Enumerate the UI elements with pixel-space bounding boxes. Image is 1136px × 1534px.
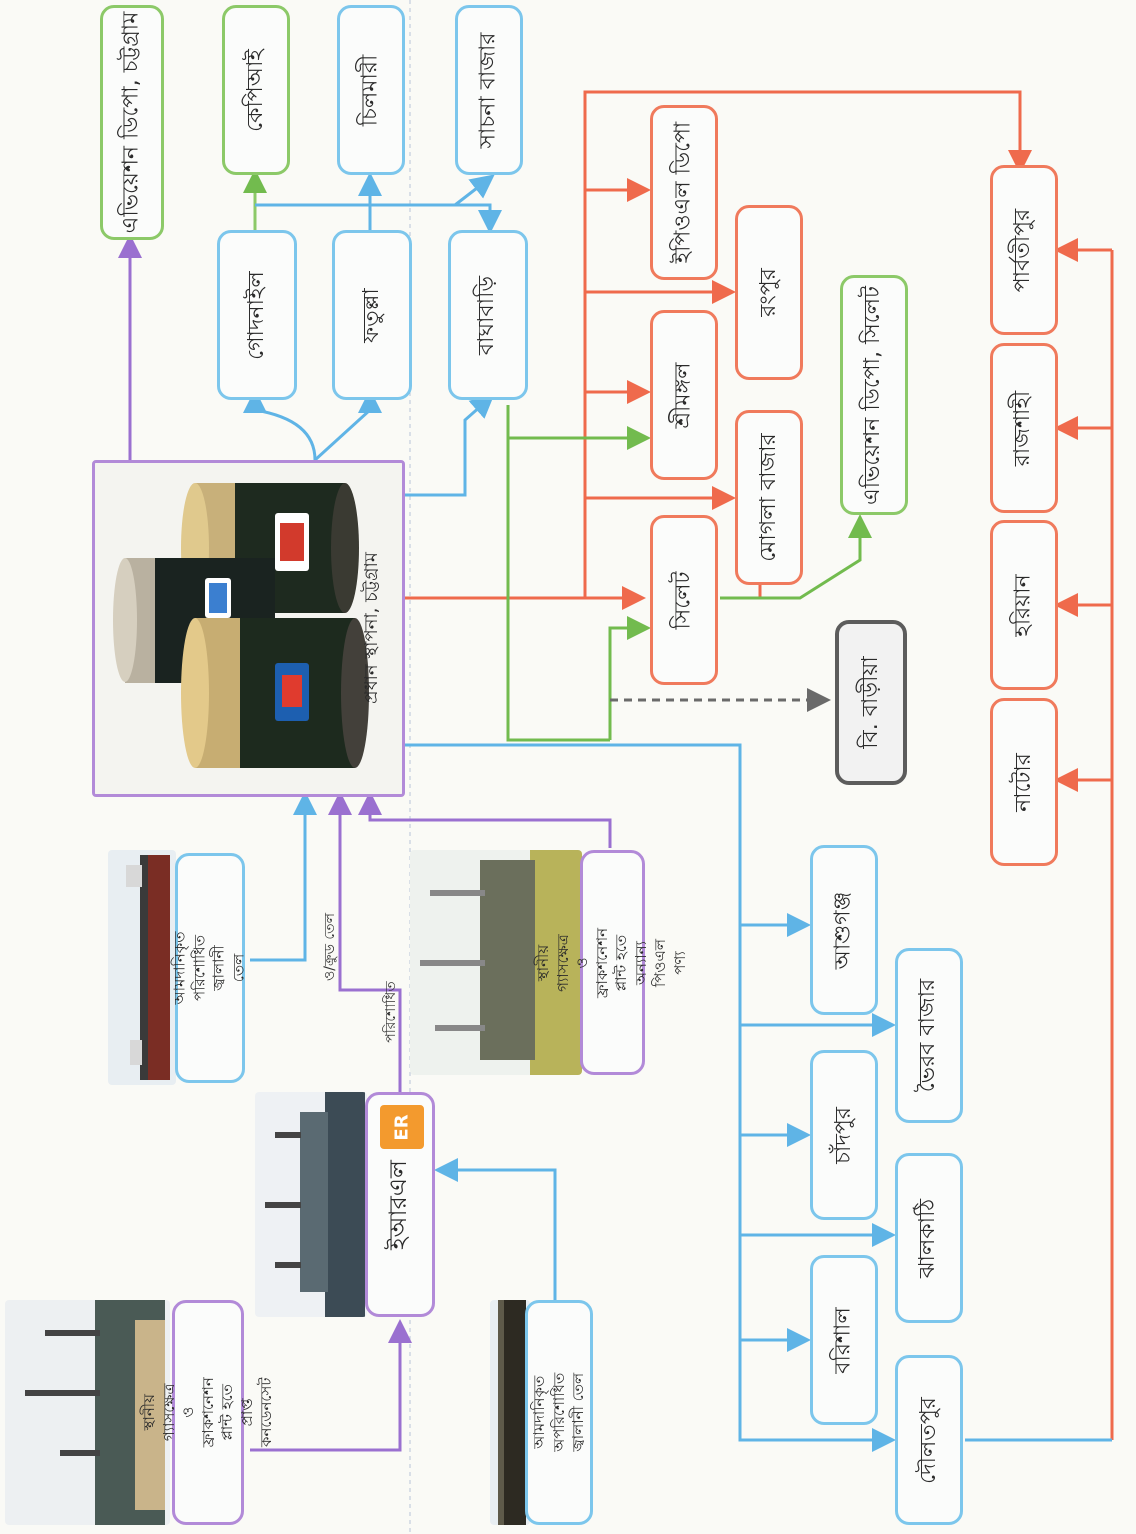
source-imported-crude-oil: আমদানিকৃত অপরিশোধিত জ্বালানী তেল xyxy=(525,1300,593,1525)
node-label: বি. বাড়ীয়া xyxy=(857,656,883,749)
node-label: চাঁদপুর xyxy=(830,1106,856,1164)
node-aviation-depot-sylhet: এভিয়েশন ডিপো, সিলেট xyxy=(840,275,908,515)
node-chilmari: চিলমারী xyxy=(337,5,405,175)
node-godnail: গোদনাইল xyxy=(217,230,297,400)
node-sachna-bazar: সাচনা বাজার xyxy=(455,5,523,175)
node-aviation-depot-ctg: এভিয়েশন ডিপো, চট্টগ্রাম xyxy=(100,5,164,240)
source-local-pol-products: স্থানীয় গ্যাসক্ষেত্র ও ফ্রাকশনেশন প্লান… xyxy=(535,850,689,1075)
node-label: গোদনাইল xyxy=(243,270,269,360)
node-label: আশুগঞ্জ xyxy=(830,891,856,969)
node-label: সাচনা বাজার xyxy=(475,31,501,149)
node-label: রাজশাহী xyxy=(1010,390,1036,466)
node-rangpur: রংপুর xyxy=(735,205,803,380)
node-jhalakati: ঝালকাঠি xyxy=(895,1153,963,1323)
node-label: ভৈরব বাজার xyxy=(915,978,941,1093)
node-label: চিলমারী xyxy=(357,54,383,126)
node-moulvibazar: মোগলা বাজার xyxy=(735,410,803,585)
node-label: স্থানীয় গ্যাসক্ষেত্র ও ফ্রাকশনেশন প্লান… xyxy=(534,927,690,998)
node-natore: নাটোর xyxy=(990,698,1058,866)
node-chandpur: চাঁদপুর xyxy=(810,1050,878,1220)
node-label: দৌলতপুর xyxy=(915,1396,941,1484)
erl-logo: ER xyxy=(380,1105,424,1149)
node-parbatipur: পার্বতীপুর xyxy=(990,165,1058,335)
node-label: স্থানীয় গ্যাসক্ষেত্র ও ফ্রাকশনেশন প্লান… xyxy=(139,1377,275,1448)
node-label: বরিশাল xyxy=(830,1306,856,1374)
node-label: শ্রীমঙ্গল xyxy=(670,361,696,429)
node-epl-depot: ইপিওএল ডিপো xyxy=(650,105,718,280)
source-imported-refined-oil: আমদানিকৃত পরিশোধিত জ্বালানী তেল xyxy=(171,853,248,1083)
erl-label: ইআরএল xyxy=(384,1159,413,1250)
edge-label-crude: ও/ক্রুড তেল xyxy=(322,912,339,982)
node-label: এভিয়েশন ডিপো, চট্টগ্রাম xyxy=(118,11,144,234)
node-label: আমদানিকৃত পরিশোধিত জ্বালানী তেল xyxy=(171,931,248,1005)
node-daulatpur: দৌলতপুর xyxy=(895,1355,963,1525)
node-label: ER xyxy=(391,1113,413,1141)
node-ashuganj: আশুগঞ্জ xyxy=(810,845,878,1015)
node-label: হরিয়ান xyxy=(1010,573,1036,637)
node-label: কেপিআই xyxy=(242,48,268,132)
node-label: নাটোর xyxy=(1010,752,1036,812)
gas-plant-photo-1 xyxy=(5,1300,170,1525)
node-b-baria: বি. বাড়ীয়া xyxy=(835,620,907,785)
node-baghabari: বাঘাবাড়ি xyxy=(448,230,528,400)
node-bhairab-bazar: ভৈরব বাজার xyxy=(895,948,963,1123)
node-label: ঝালকাঠি xyxy=(915,1198,941,1278)
edge-label-refined: পরিশোধিত xyxy=(382,981,399,1043)
hub-box: প্রধান স্থাপনা, চট্টগ্রাম xyxy=(92,460,405,797)
node-label: ইপিওএল ডিপো xyxy=(670,121,696,264)
node-sylhet: সিলেট xyxy=(650,515,718,685)
node-barisal: বরিশাল xyxy=(810,1255,878,1425)
node-haripur: হরিয়ান xyxy=(990,520,1058,690)
tanker-ship-photo-1 xyxy=(108,850,176,1085)
node-rajshahi: রাজশাহী xyxy=(990,343,1058,513)
node-kpi: কেপিআই xyxy=(222,5,290,175)
node-label: মোগলা বাজার xyxy=(755,433,781,562)
node-label: ফতুল্লা xyxy=(358,287,384,343)
source-local-gas-condensate: স্থানীয় গ্যাসক্ষেত্র ও ফ্রাকশনেশন প্লান… xyxy=(140,1300,275,1525)
node-fatullah: ফতুল্লা xyxy=(332,230,412,400)
hub-label: প্রধান স্থাপনা, চট্টগ্রাম xyxy=(360,552,382,704)
tanker-ship-photo-2 xyxy=(490,1300,530,1525)
node-label: রংপুর xyxy=(755,268,781,317)
gas-plant-photo-2 xyxy=(410,850,582,1075)
node-label: আমদানিকৃত অপরিশোধিত জ্বালানী তেল xyxy=(529,1373,587,1452)
node-label: পার্বতীপুর xyxy=(1010,208,1036,292)
node-label: সিলেট xyxy=(670,570,696,630)
source-erl-refinery: ইআরএল ER xyxy=(365,1092,435,1317)
node-label: এভিয়েশন ডিপো, সিলেট xyxy=(860,285,886,505)
storage-tanks-illustration xyxy=(95,463,402,794)
node-label: বাঘাবাড়ি xyxy=(474,275,500,355)
node-srimangal: শ্রীমঙ্গল xyxy=(650,310,718,480)
refinery-photo xyxy=(255,1092,367,1317)
